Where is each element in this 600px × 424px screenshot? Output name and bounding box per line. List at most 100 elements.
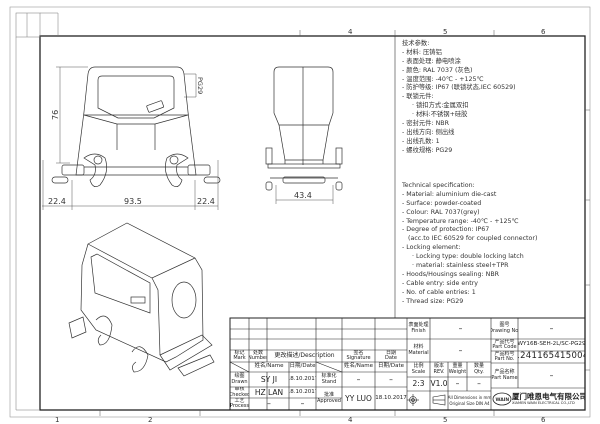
finish-value: – bbox=[458, 323, 463, 333]
material-value: – bbox=[458, 345, 463, 355]
side-view bbox=[265, 66, 343, 191]
approved-name: YY LUO bbox=[345, 393, 372, 403]
qty-label: 数量 Qty. bbox=[473, 363, 484, 375]
spec-line: - 颜色: RAL 7037 (灰色) bbox=[402, 66, 473, 74]
stand-date: – bbox=[389, 374, 393, 384]
part-name-value: – bbox=[549, 370, 554, 380]
spec-line: - Cable entry: side entry bbox=[402, 279, 479, 287]
stand-name: – bbox=[356, 374, 361, 384]
process-name: – bbox=[267, 399, 271, 409]
date-header: 日期/Date bbox=[378, 363, 404, 370]
dimension-depth: 43.4 bbox=[294, 191, 312, 200]
spec-line: - Temperature range: -40℃ - +125℃ bbox=[402, 217, 519, 225]
mark-label: 标记 Mark bbox=[233, 350, 246, 361]
approved-date: 18.10.2017 bbox=[375, 394, 407, 401]
checked-label: 审核 Checked bbox=[230, 387, 249, 398]
material-label: 材料 Material bbox=[408, 344, 429, 356]
zone-label: 4 bbox=[348, 416, 353, 424]
spec-chinese: 技术参数: - 材料: 压铸铝 - 表面处理: 静电喷涂 - 颜色: RAL 7… bbox=[402, 40, 516, 156]
zone-label: 2 bbox=[148, 416, 152, 424]
spec-line: - Thread size: PG29 bbox=[402, 297, 464, 305]
process-date: – bbox=[300, 399, 305, 409]
part-code-label: 产品代号 Part Code bbox=[492, 339, 517, 350]
dimension-thread: PG29 bbox=[196, 77, 204, 94]
company-logo: WAIN bbox=[492, 392, 512, 406]
dimensions-note: All Dimensions in mm Original Size DIN A… bbox=[448, 395, 491, 406]
spec-line: · 锁扣方式:金属双扣 bbox=[412, 102, 469, 110]
spec-line: - 出线孔数: 1 bbox=[402, 137, 440, 145]
checked-name: HZ LAN bbox=[254, 387, 284, 397]
spec-line: - No. of cable entries: 1 bbox=[402, 288, 476, 296]
approved-label: 批准 Approved bbox=[317, 392, 341, 404]
spec-line: - Degree of protection: IP67 bbox=[402, 226, 490, 234]
spec-line: 技术参数: bbox=[402, 40, 430, 47]
spec-line: - 材料: 压铸铝 bbox=[402, 48, 442, 56]
drawing-no-label: 图号 Drawing No. bbox=[491, 322, 518, 334]
drawn-date: 18.10.2017 bbox=[289, 375, 316, 382]
zone-label: 5 bbox=[443, 28, 447, 36]
spec-line: - 联锁元件: bbox=[402, 93, 434, 101]
weight-label: 重量 Weight bbox=[448, 363, 467, 375]
outer-frame bbox=[9, 6, 591, 418]
spec-english: Technical specification: - Material: alu… bbox=[402, 181, 537, 305]
checked-date: 18.10.2017 bbox=[289, 388, 316, 395]
front-view bbox=[51, 66, 221, 187]
drawn-label: 绘图 Drawn bbox=[231, 373, 248, 385]
dimension-height: 76 bbox=[51, 110, 60, 120]
signature-label: 签名 Signature bbox=[346, 350, 371, 361]
part-code-value: WY16B-SEH-2L/SC-PG29 bbox=[518, 341, 585, 348]
spec-line: - 密封元件: NBR bbox=[402, 120, 449, 128]
spec-line: · material: stainless steel+TPR bbox=[412, 262, 509, 270]
finish-label: 表面处理 Finish bbox=[408, 322, 429, 334]
scale-label: 比例 Scale bbox=[411, 363, 426, 375]
drawn-name: SY JI bbox=[260, 374, 278, 384]
part-no-label: 产品料号 Part No. bbox=[494, 351, 515, 362]
left-strip bbox=[15, 12, 59, 411]
spec-line: - Colour: RAL 7037(grey) bbox=[402, 208, 480, 216]
projection-symbol-icon bbox=[407, 394, 446, 406]
spec-line: - 温度范围: -40℃ - +125℃ bbox=[402, 75, 484, 83]
part-name-label: 产品名称 Part Name bbox=[491, 369, 518, 381]
zone-ticks bbox=[99, 30, 590, 416]
logo-text: WAIN bbox=[496, 397, 510, 403]
rev-label: 版本 REV. bbox=[433, 363, 445, 375]
company-name-en: XIAMEN WAIN ELECTRICAL CO.,LTD bbox=[512, 401, 575, 406]
spec-line: · Locking type: double locking latch bbox=[412, 253, 524, 261]
name-header: 姓名/Name bbox=[254, 363, 284, 370]
spec-line: - 防护等级: IP67 (联锁状态,IEC 60529) bbox=[402, 84, 516, 92]
number-label: 处数 Number bbox=[249, 350, 267, 361]
qty-value: – bbox=[477, 379, 481, 389]
zone-label: 4 bbox=[348, 28, 353, 36]
rev-value: V1.0 bbox=[430, 379, 448, 389]
spec-line: · 材料:不锈钢+硅胶 bbox=[412, 111, 468, 119]
description-label: 更改描述/Description bbox=[274, 352, 335, 360]
front-dimensions bbox=[42, 66, 219, 210]
spec-line: - 出线方向: 侧出线 bbox=[402, 128, 455, 136]
zone-label: 5 bbox=[443, 416, 447, 424]
spec-line: - Material: aluminium die-cast bbox=[402, 190, 497, 198]
dimension-right-flange: 22.4 bbox=[197, 197, 215, 206]
spec-line: Technical specification: bbox=[402, 182, 475, 189]
dimension-left-flange: 22.4 bbox=[48, 197, 66, 206]
dimension-body-width: 93.5 bbox=[124, 197, 142, 206]
spec-line: - Hoods/Housings sealing: NBR bbox=[402, 270, 500, 278]
spec-line: - 表面处理: 静电喷涂 bbox=[402, 57, 461, 65]
weight-value: – bbox=[455, 379, 460, 389]
zone-label: 1 bbox=[55, 416, 59, 424]
stand-label: 标准化 Stand bbox=[321, 373, 337, 385]
part-no-value: 1241165415004 bbox=[518, 351, 585, 362]
process-label: 工艺 Process bbox=[230, 398, 249, 409]
zone-label: 6 bbox=[541, 28, 546, 36]
name-header: 姓名/Name bbox=[343, 363, 374, 370]
company-name: 厦门唯恩电气有限公司 XIAMEN WAIN ELECTRICAL CO.,LT… bbox=[512, 389, 585, 410]
spec-line: (acc.to IEC 60529 for coupled connector) bbox=[408, 235, 538, 243]
scale-value: 2:3 bbox=[412, 379, 425, 389]
zone-label: 6 bbox=[541, 416, 546, 424]
spec-line: - Surface: powder-coated bbox=[402, 199, 482, 207]
date-header: 日期/Date bbox=[289, 363, 316, 370]
drawing-no-value: – bbox=[549, 323, 554, 333]
date-label: 日期 Date bbox=[385, 350, 397, 361]
spec-line: - 螺纹规格: PG29 bbox=[402, 146, 453, 154]
company-name-cn: 厦门唯恩电气有限公司 bbox=[512, 392, 585, 402]
